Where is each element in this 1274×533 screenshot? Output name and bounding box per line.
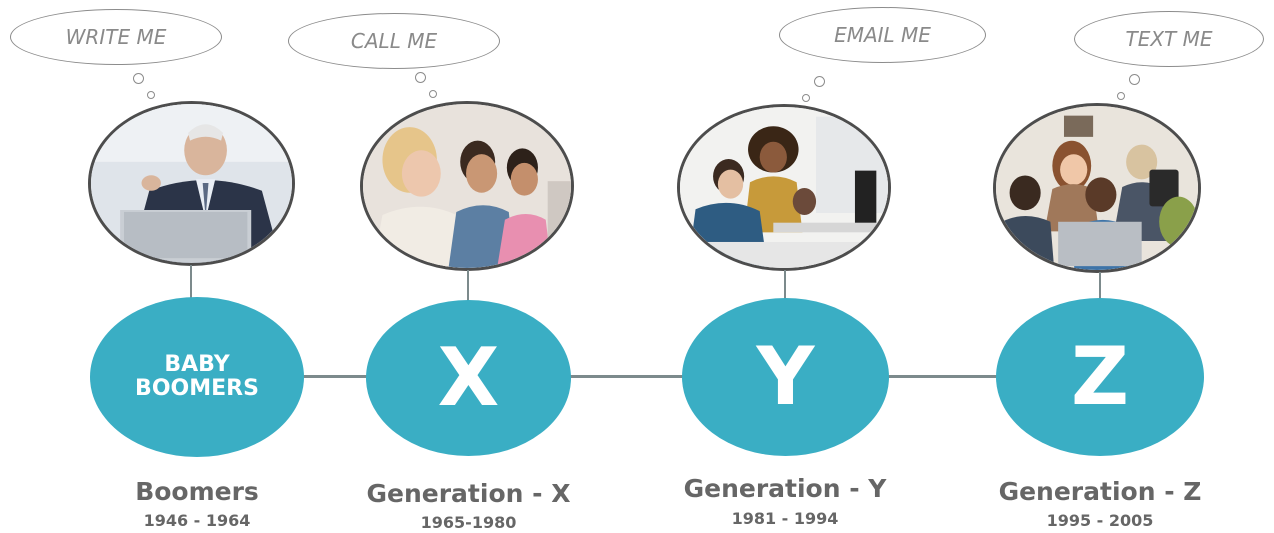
businessman-laptop-photo	[91, 104, 292, 263]
thought-bubble-call-me: CALL ME	[288, 13, 500, 69]
circle-label: BABY BOOMERS	[135, 352, 259, 401]
circle-generation-z: Z	[996, 298, 1204, 456]
bubble-text: CALL ME	[350, 29, 438, 53]
generation-name: Generation - X	[366, 479, 571, 508]
connector-line	[467, 270, 469, 302]
thought-bubble-write-me: WRITE ME	[10, 9, 222, 65]
thought-dot	[429, 90, 437, 98]
photo-generation-z	[993, 103, 1201, 273]
thought-bubble-text-me: TEXT ME	[1074, 11, 1264, 67]
circle-baby-boomers: BABY BOOMERS	[90, 297, 304, 457]
photo-generation-y	[677, 104, 891, 271]
thought-bubble-email-me: EMAIL ME	[779, 7, 986, 63]
generation-name: Generation - Z	[998, 477, 1202, 506]
bubble-text: WRITE ME	[65, 25, 167, 49]
circle-label: Y	[756, 330, 815, 423]
generation-years: 1995 - 2005	[1046, 511, 1154, 530]
connector-line	[190, 265, 192, 299]
connector-line	[784, 270, 786, 300]
office-computer-photo	[680, 107, 888, 268]
thought-dot	[1117, 92, 1125, 100]
generation-years: 1946 - 1964	[143, 511, 251, 530]
photo-boomers	[88, 101, 295, 266]
connector-line	[1099, 272, 1101, 300]
circle-label: X	[437, 331, 500, 424]
thought-dot	[814, 76, 825, 87]
thought-dot	[1129, 74, 1140, 85]
circle-label: Z	[1070, 330, 1129, 423]
group-listening-photo	[363, 104, 571, 268]
thought-dot	[147, 91, 155, 99]
generation-name: Generation - Y	[683, 474, 887, 503]
teens-devices-photo	[996, 106, 1198, 270]
generation-name: Boomers	[135, 477, 259, 506]
photo-generation-x	[360, 101, 574, 271]
bubble-text: TEXT ME	[1125, 27, 1213, 51]
circle-generation-x: X	[366, 300, 571, 456]
thought-dot	[415, 72, 426, 83]
thought-dot	[133, 73, 144, 84]
timeline-line	[190, 375, 1110, 378]
bubble-text: EMAIL ME	[834, 23, 931, 47]
circle-generation-y: Y	[682, 298, 889, 456]
thought-dot	[802, 94, 810, 102]
generation-years: 1965-1980	[420, 513, 517, 532]
generation-years: 1981 - 1994	[731, 509, 839, 528]
